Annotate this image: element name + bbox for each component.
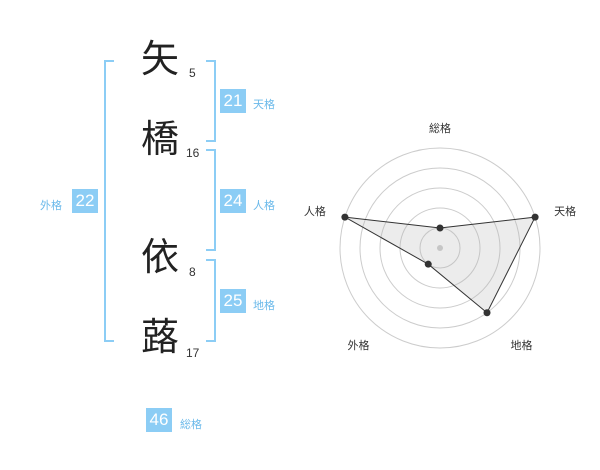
radar-grid-ring bbox=[339, 147, 541, 349]
name-char-4: 蕗 bbox=[141, 315, 180, 359]
radar-axis-label: 外格 bbox=[347, 338, 369, 352]
radar-axis-label: 天格 bbox=[554, 204, 576, 218]
radar-series-polygon bbox=[344, 216, 536, 314]
tenkaku-value: 21 bbox=[220, 89, 246, 113]
soukaku-value: 46 bbox=[146, 408, 172, 432]
stroke-count-3: 8 bbox=[189, 265, 196, 279]
chikaku-value: 25 bbox=[220, 289, 246, 313]
stroke-count-2: 16 bbox=[186, 146, 200, 160]
radar-point-3 bbox=[483, 309, 491, 317]
gaikaku-value: 22 bbox=[72, 189, 98, 213]
name-char-1: 矢 bbox=[141, 37, 180, 81]
radar-grid-ring bbox=[379, 187, 501, 309]
jinkaku-bracket bbox=[206, 149, 216, 251]
radar-point-1 bbox=[436, 224, 444, 232]
radar-axis-label: 地格 bbox=[511, 338, 533, 352]
gaikaku-label: 外格 bbox=[40, 199, 62, 212]
radar-point-5 bbox=[341, 213, 349, 221]
radar-center-dot bbox=[437, 245, 443, 251]
soukaku-label: 総格 bbox=[180, 418, 202, 431]
jinkaku-label: 人格 bbox=[253, 199, 275, 212]
stroke-count-4: 17 bbox=[186, 346, 200, 360]
radar-axis-label: 総格 bbox=[429, 121, 451, 135]
tenkaku-bracket bbox=[206, 60, 216, 142]
chikaku-label: 地格 bbox=[253, 299, 275, 312]
chikaku-bracket bbox=[206, 259, 216, 342]
radar-axis-label: 人格 bbox=[304, 204, 326, 218]
tenkaku-label: 天格 bbox=[253, 98, 275, 111]
name-char-2: 橋 bbox=[141, 117, 180, 161]
gaikaku-bracket bbox=[104, 60, 114, 342]
stroke-count-1: 5 bbox=[189, 66, 196, 80]
jinkaku-value: 24 bbox=[220, 189, 246, 213]
radar-point-4 bbox=[424, 260, 432, 268]
name-char-3: 依 bbox=[141, 235, 180, 279]
radar-point-2 bbox=[531, 213, 539, 221]
